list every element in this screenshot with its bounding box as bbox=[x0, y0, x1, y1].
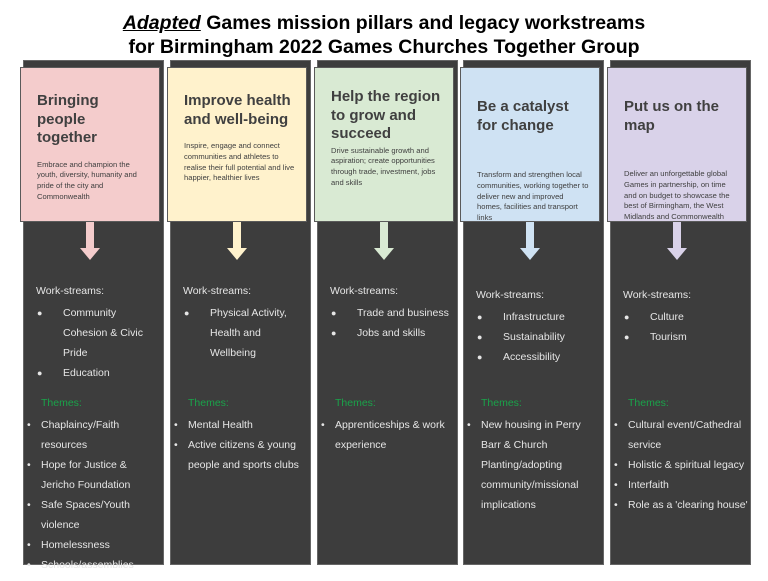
workstream-item: Trade and business bbox=[330, 303, 453, 323]
workstream-item: Education bbox=[36, 363, 159, 383]
pillar-box: Help the region to grow and succeed Driv… bbox=[314, 67, 454, 222]
pillar-description: Transform and strengthen local communiti… bbox=[477, 170, 589, 223]
diagram-title: Adapted Games mission pillars and legacy… bbox=[0, 11, 768, 59]
theme-item: Apprenticeships & work experience bbox=[321, 415, 455, 455]
themes-list: Chaplaincy/Faith resourcesHope for Justi… bbox=[27, 415, 161, 575]
pillar-title: Improve health and well-being bbox=[184, 92, 291, 128]
workstream-item: Culture bbox=[623, 307, 746, 327]
pillar-title: Bringing people together bbox=[37, 92, 99, 146]
themes-label: Themes: bbox=[628, 397, 669, 409]
workstreams-label: Work-streams: bbox=[623, 289, 692, 301]
pillar-description: Embrace and champion the youth, diversit… bbox=[37, 159, 137, 201]
theme-item: Safe Spaces/Youth violence bbox=[27, 495, 161, 535]
themes-section: Themes: New housing in Perry Barr & Chur… bbox=[467, 395, 601, 515]
theme-item: Active citizens & young people and sport… bbox=[174, 435, 308, 475]
pillar-box: Bringing people together Embrace and cha… bbox=[20, 67, 160, 222]
workstreams-section: Work-streams: InfrastructureSustainabili… bbox=[476, 287, 599, 367]
pillar-box: Improve health and well-being Inspire, e… bbox=[167, 67, 307, 222]
down-arrow-icon bbox=[80, 222, 100, 260]
themes-section: Themes: Chaplaincy/Faith resourcesHope f… bbox=[27, 395, 161, 575]
pillar-column: Be a catalyst for change Transform and s… bbox=[460, 60, 604, 565]
pillar-title: Put us on the map bbox=[624, 98, 719, 134]
pillar-description: Inspire, engage and connect communities … bbox=[184, 141, 295, 183]
themes-label: Themes: bbox=[188, 397, 229, 409]
pillar-column: Improve health and well-being Inspire, e… bbox=[167, 60, 311, 565]
title-emphasis: Adapted bbox=[122, 12, 201, 34]
workstreams-section: Work-streams: Physical Activity, Health … bbox=[183, 283, 306, 363]
workstreams-section: Work-streams: Community Cohesion & Civic… bbox=[36, 283, 159, 383]
workstreams-label: Work-streams: bbox=[476, 289, 545, 301]
workstreams-label: Work-streams: bbox=[183, 285, 252, 297]
pillar-title: Help the region to grow and succeed bbox=[331, 88, 441, 142]
workstream-item: Physical Activity, Health and Wellbeing bbox=[183, 303, 306, 363]
title-line1: Games mission pillars and legacy workstr… bbox=[200, 12, 646, 34]
theme-item: Homelessness bbox=[27, 535, 161, 555]
pillar-column: Help the region to grow and succeed Driv… bbox=[314, 60, 458, 565]
workstreams-label: Work-streams: bbox=[36, 285, 105, 297]
down-arrow-icon bbox=[227, 222, 247, 260]
theme-item: Schools/assemblies bbox=[27, 555, 161, 575]
theme-item: Mental Health bbox=[174, 415, 308, 435]
themes-list: Mental HealthActive citizens & young peo… bbox=[174, 415, 308, 475]
title-line2: for Birmingham 2022 Games Churches Toget… bbox=[128, 36, 640, 58]
workstream-item: Accessibility bbox=[476, 347, 599, 367]
workstreams-list: Community Cohesion & Civic PrideEducatio… bbox=[36, 303, 159, 383]
pillar-title: Be a catalyst for change bbox=[477, 98, 569, 134]
workstreams-section: Work-streams: Trade and businessJobs and… bbox=[330, 283, 453, 343]
workstreams-list: CultureTourism bbox=[623, 307, 746, 347]
themes-section: Themes: Mental HealthActive citizens & y… bbox=[174, 395, 308, 475]
workstream-item: Tourism bbox=[623, 327, 746, 347]
pillar-box: Put us on the map Deliver an unforgettab… bbox=[607, 67, 747, 222]
theme-item: Chaplaincy/Faith resources bbox=[27, 415, 161, 455]
workstream-item: Community Cohesion & Civic Pride bbox=[36, 303, 159, 363]
themes-list: New housing in Perry Barr & Church Plant… bbox=[467, 415, 601, 515]
workstreams-section: Work-streams: CultureTourism bbox=[623, 287, 746, 347]
pillar-column: Bringing people together Embrace and cha… bbox=[20, 60, 164, 575]
themes-label: Themes: bbox=[335, 397, 376, 409]
theme-item: Hope for Justice & Jericho Foundation bbox=[27, 455, 161, 495]
themes-list: Apprenticeships & work experience bbox=[321, 415, 455, 455]
workstreams-list: InfrastructureSustainabilityAccessibilit… bbox=[476, 307, 599, 367]
workstream-item: Sustainability bbox=[476, 327, 599, 347]
themes-label: Themes: bbox=[41, 397, 82, 409]
workstream-item: Infrastructure bbox=[476, 307, 599, 327]
themes-label: Themes: bbox=[481, 397, 522, 409]
workstreams-label: Work-streams: bbox=[330, 285, 399, 297]
workstreams-list: Physical Activity, Health and Wellbeing bbox=[183, 303, 306, 363]
theme-item: Interfaith bbox=[614, 475, 748, 495]
pillar-column: Put us on the map Deliver an unforgettab… bbox=[607, 60, 751, 565]
theme-item: New housing in Perry Barr & Church Plant… bbox=[467, 415, 601, 515]
down-arrow-icon bbox=[520, 222, 540, 260]
down-arrow-icon bbox=[374, 222, 394, 260]
themes-section: Themes: Apprenticeships & work experienc… bbox=[321, 395, 455, 455]
theme-item: Role as a 'clearing house' bbox=[614, 495, 748, 515]
themes-section: Themes: Cultural event/Cathedral service… bbox=[614, 395, 748, 515]
pillar-description: Drive sustainable growth and aspiration;… bbox=[331, 145, 436, 187]
theme-item: Holistic & spiritual legacy bbox=[614, 455, 748, 475]
pillar-description: Deliver an unforgettable global Games in… bbox=[624, 169, 730, 222]
pillar-box: Be a catalyst for change Transform and s… bbox=[460, 67, 600, 222]
workstream-item: Jobs and skills bbox=[330, 323, 453, 343]
workstreams-list: Trade and businessJobs and skills bbox=[330, 303, 453, 343]
themes-list: Cultural event/Cathedral serviceHolistic… bbox=[614, 415, 748, 515]
theme-item: Cultural event/Cathedral service bbox=[614, 415, 748, 455]
down-arrow-icon bbox=[667, 222, 687, 260]
